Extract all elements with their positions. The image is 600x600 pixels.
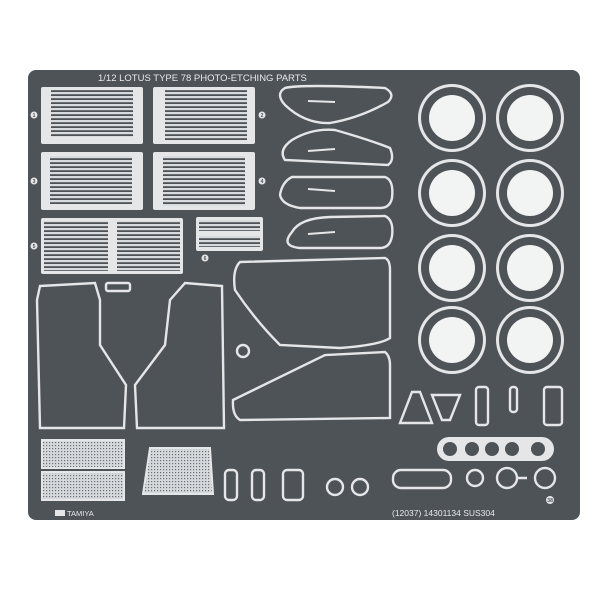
small-parts [223, 385, 564, 502]
part-number-5: 5 [30, 242, 38, 250]
grille-part-5 [41, 218, 183, 274]
sheet-title: 1/12 LOTUS TYPE 78 PHOTO-ETCHING PARTS [98, 73, 307, 84]
part-number-1: 1 [30, 111, 38, 119]
part-code: (12037) 14301134 SUS304 [392, 508, 495, 518]
grille-part-1 [41, 87, 143, 144]
part-number-38: 38 [546, 496, 554, 504]
svg-text:2: 2 [261, 113, 264, 119]
svg-text:5: 5 [33, 244, 36, 250]
grille-part-6 [196, 217, 263, 251]
wheel-rings [418, 84, 564, 374]
part-number-3: 3 [30, 177, 38, 185]
part-number-6: 6 [201, 254, 209, 262]
svg-text:6: 6 [204, 256, 207, 262]
svg-text:TAMIYA: TAMIYA [67, 509, 94, 518]
grille-part-3 [41, 152, 143, 210]
svg-text:38: 38 [547, 498, 553, 504]
svg-text:3: 3 [33, 179, 36, 185]
grille-part-4 [153, 152, 255, 210]
svg-text:1: 1 [33, 113, 36, 119]
part-number-2: 2 [258, 111, 266, 119]
mesh-parts [41, 439, 215, 501]
side-plates [278, 84, 394, 250]
part-number-4: 4 [258, 177, 266, 185]
floor-panels [35, 256, 392, 430]
grille-part-2 [153, 87, 255, 144]
svg-text:4: 4 [261, 179, 264, 185]
tamiya-logo: TAMIYA [55, 509, 94, 518]
